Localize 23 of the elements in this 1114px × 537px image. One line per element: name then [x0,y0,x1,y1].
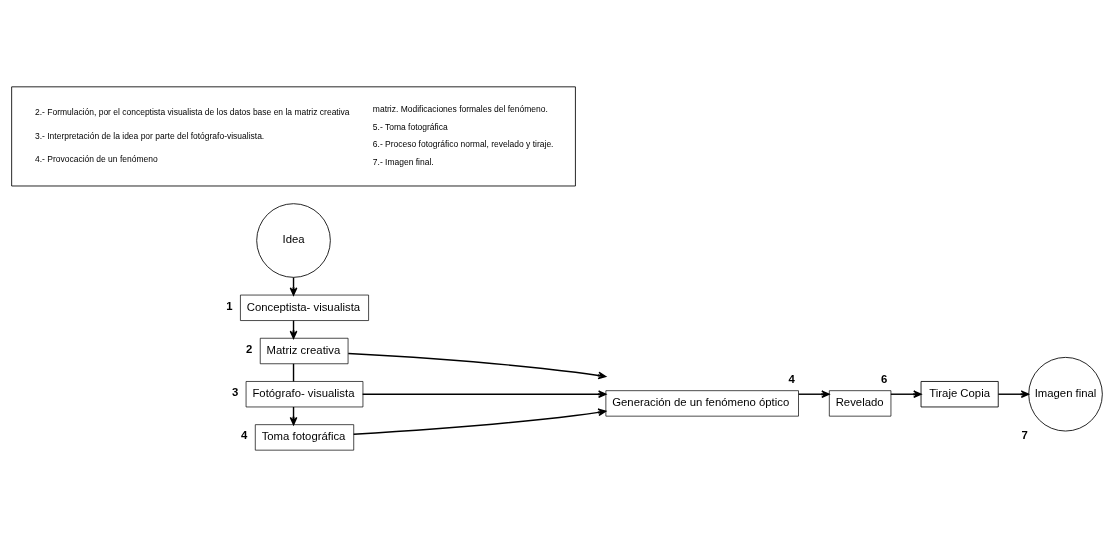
node-circle: Idea [256,203,331,278]
node-label: 6 [881,373,888,386]
node-box: Revelado [828,390,892,417]
node-box: Fotógrafo- visualista [245,381,364,408]
node-label: 4 [241,429,248,442]
node-label: 7 [1021,429,1028,442]
arrow [798,390,830,399]
node-box: Toma fotográfica [254,424,355,451]
node-label: 1 [226,299,233,312]
node-box: Generación de un fenómeno óptico [605,390,799,417]
node-label: 2 [246,342,253,355]
node-circle: Imagen final [1028,356,1103,432]
node-label: 3 [231,386,239,399]
node-box: 2.- Formulación, por el conceptista visualista de los datos base en la matriz creativa 3.- Interpretación de la idea por parte del fotógrafo-visualista. 4.- Provocación de un fenómeno matriz. Modificaciones formales del fenómeno. 5.- Toma fotográfica 6.- Proceso fotográfico normal, revelado y tiraje. 7.- Imagen final. [11,86,576,187]
arrow [890,390,922,399]
node-box: Tiraje Copia [920,381,999,408]
node-box: Conceptista- visualista [240,294,369,321]
arrow [352,408,607,436]
node-box: Matriz creativa [259,337,349,365]
arrow [361,390,607,399]
node-label: 4 [788,373,795,386]
arrow [997,390,1030,399]
arrow [347,352,607,380]
